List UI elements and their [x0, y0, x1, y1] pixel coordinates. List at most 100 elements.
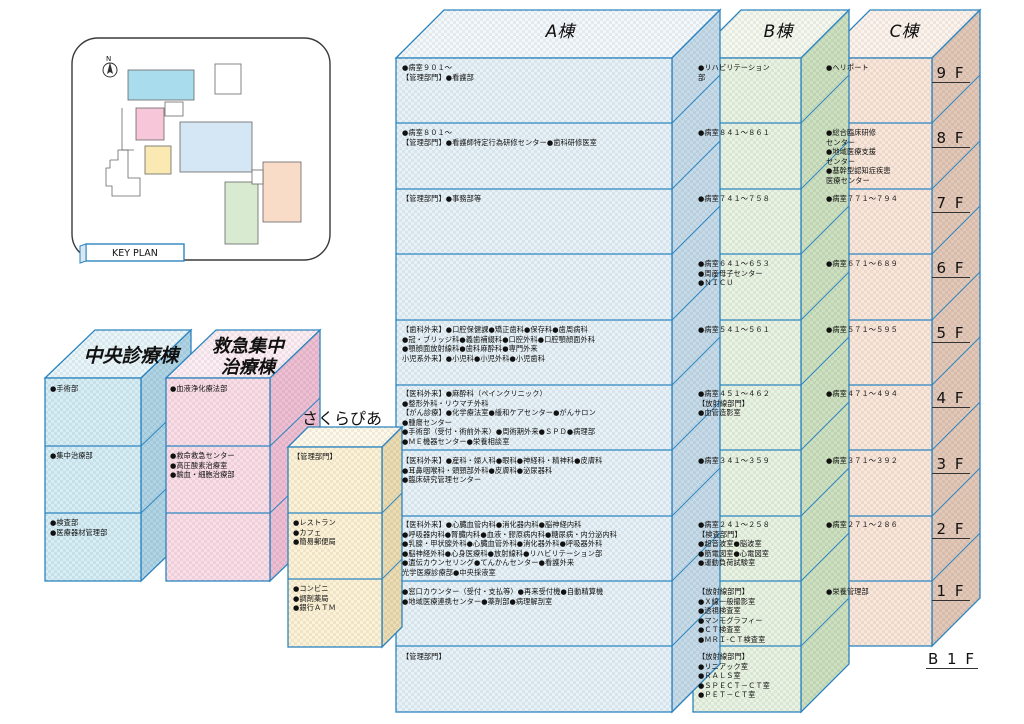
building-b-floor-edge-8 — [800, 597, 850, 647]
keyplan-a — [179, 121, 253, 173]
building-b-floor-edge-5 — [800, 401, 850, 451]
building-a-floor-edge-4 — [671, 336, 721, 386]
building-c-floor-edge-2 — [931, 205, 981, 255]
key-plan-label: KEY PLAN — [112, 248, 158, 259]
keyplan-sakura — [144, 145, 172, 175]
keyplan-outline-1 — [214, 63, 242, 95]
c-8f-cell: ●総合臨床研修 センター ●地域医療支援 センター ●基幹型認知症疾患 医療セン… — [826, 128, 891, 185]
floor-label-5f: 5 F — [932, 324, 970, 343]
building-c-floor-edge-0 — [931, 74, 981, 124]
b-8f-cell: ●病室８４１～８６１ — [698, 128, 770, 137]
b-6f-cell: ●病室６４１～６５３ ●周産母子センター ●ＮＩＣＵ — [698, 259, 770, 288]
building-sakura-top-texture — [288, 427, 402, 447]
building-c-floor-edge-3 — [931, 271, 981, 321]
floor-label-8f: 8 F — [932, 129, 970, 148]
building-emergency-top-texture — [166, 330, 320, 378]
emergency-2f-cell: ●救命救急センター ●高圧酸素治療室 ●輸血・細胞治療部 — [170, 451, 235, 480]
building-c-floor-edge-6 — [931, 467, 981, 517]
floor-label-6f: 6 F — [932, 259, 970, 278]
building-a-floor-edge-3 — [671, 271, 721, 321]
keyplan-c — [262, 161, 302, 223]
floor-label-4f: 4 F — [932, 389, 970, 408]
keyplan-outline-2 — [105, 149, 141, 197]
keyplan-central — [127, 69, 195, 101]
c-6f-cell: ●病室６７１～６８９ — [826, 259, 898, 268]
a-1f-cell: ●窓口カウンター（受付・支払等）●再来受付機●自動精算機 ●地域医療連携センター… — [402, 587, 604, 606]
building-emergency-face-texture — [166, 378, 270, 581]
emergency-building-name: 救急集中 治療棟 — [212, 336, 284, 378]
building-a-floor-edge-8 — [671, 597, 721, 647]
central-1f-cell: ●検査部 ●医療器材管理部 — [50, 518, 108, 537]
c-3f-cell: ●病室３７１～３９２ — [826, 456, 898, 465]
building-b-floor-edge-7 — [800, 532, 850, 582]
building-emergency-floor-edge-0 — [269, 397, 321, 447]
building-a-floor-edge-6 — [671, 467, 721, 517]
building-b-top-texture — [693, 10, 849, 58]
building-a-floor-edge-0 — [671, 74, 721, 124]
building-c-top-texture — [822, 10, 980, 58]
a-2f-cell: 【医科外来】●心臓血管内科●消化器内科●脳神経内科 ●呼吸器内科●腎臓内科●血液… — [402, 520, 617, 577]
a-5f-cell: 【歯科外来】●口腔保健課●矯正歯科●保存科●歯周病科 ●冠・ブリッジ科●義歯補綴… — [402, 325, 596, 363]
building-b-floor-edge-1 — [800, 140, 850, 190]
b-1f-cell: 【放射線部門】 ●Ｘ線一般撮影室 ●透視検査室 ●マンモグラフィー ●ＣＴ検査室… — [698, 587, 766, 644]
building-sakura-face-texture — [288, 447, 382, 647]
b-4f-cell: ●病室４５１～４６２ 【放射線部門】 ●血管造影室 — [698, 389, 770, 418]
building-sakura-floor-edge-1 — [381, 558, 403, 580]
building-a-floor-edge-1 — [671, 140, 721, 190]
building-b-name: B棟 — [763, 22, 793, 42]
building-c-floor-edge-5 — [931, 401, 981, 451]
central-2f-cell: ●集中治療部 — [50, 451, 93, 460]
c-4f-cell: ●病室４７１～４９４ — [826, 389, 898, 398]
building-c-floor-edge-7 — [931, 532, 981, 582]
building-c-floor-edge-1 — [931, 140, 981, 190]
building-b-floor-edge-6 — [800, 467, 850, 517]
c-1f-cell: ●栄養管理部 — [826, 587, 869, 596]
building-a-floor-edge-7 — [671, 532, 721, 582]
floor-label-7f: 7 F — [932, 194, 970, 213]
building-a-floor-edge-2 — [671, 205, 721, 255]
north-label: N — [106, 55, 112, 63]
building-central-face-texture — [45, 378, 141, 581]
key-plan-label-box-side — [79, 243, 87, 264]
a-7f-cell: 【管理部門】●事務部等 — [402, 194, 482, 203]
c-2f-cell: ●病室２７１～２８６ — [826, 520, 898, 529]
a-9f-cell: ●病室９０１～ 【管理部門】●看護部 — [402, 63, 474, 82]
building-sakura-side-texture — [382, 427, 402, 647]
c-7f-cell: ●病室７７１～７９４ — [826, 194, 898, 203]
c-5f-cell: ●病室５７１～５９５ — [826, 325, 898, 334]
building-b-floor-edge-0 — [800, 74, 850, 124]
keyplan-b — [224, 181, 259, 245]
floor-label-3f: 3 F — [932, 455, 970, 474]
building-b-floor-edge-2 — [800, 205, 850, 255]
b-9f-cell: ●リハビリテーション 部 — [698, 63, 770, 82]
b-3f-cell: ●病室３４１～３５９ — [698, 456, 770, 465]
a-b1f-cell: 【管理部門】 — [402, 652, 446, 661]
floor-label-9f: 9 F — [932, 64, 970, 83]
a-8f-cell: ●病室８０１～ 【管理部門】●看護師特定行為研修センター●歯科研修医室 — [402, 128, 597, 147]
building-c-side-texture — [932, 10, 980, 646]
central-building-name: 中央診療棟 — [83, 345, 179, 367]
keyplan-outline-3 — [121, 108, 134, 151]
b-b1f-cell: 【放射線部門】 ●リニアック室 ●ＲＡＬＳ室 ●ＳＰＥＣＴ－ＣＴ室 ●ＰＥＴ－Ｃ… — [698, 652, 770, 700]
keyplan-emergency — [135, 107, 165, 141]
building-a-name: A棟 — [545, 22, 575, 42]
building-b-floor-edge-3 — [800, 271, 850, 321]
floor-label-1f: 1 F — [932, 582, 970, 601]
c-9f-cell: ●ヘリポート — [826, 63, 869, 72]
building-b-floor-edge-4 — [800, 336, 850, 386]
floor-label-b1f: B 1 F — [926, 650, 978, 669]
building-c-floor-edge-4 — [931, 336, 981, 386]
sakura-2f-cell: ●レストラン ●カフェ ●簡易郵便局 — [293, 518, 336, 547]
b-2f-cell: ●病室２４１～２５８ 【検査部門】 ●超音波室●脳波室 ●筋電図室●心電図室 ●… — [698, 520, 770, 568]
building-a-floor-edge-5 — [671, 401, 721, 451]
floor-label-2f: 2 F — [932, 520, 970, 539]
keyplan-link-2 — [251, 169, 264, 185]
sakura-building-name: さくらぴあ — [302, 409, 383, 428]
building-sakura-floor-edge-0 — [381, 492, 403, 514]
b-7f-cell: ●病室７４１～７５８ — [698, 194, 770, 203]
building-c-name: C棟 — [889, 22, 919, 42]
sakura-3f-cell: 【管理部門】 — [293, 452, 337, 461]
central-3f-cell: ●手術部 — [50, 384, 79, 393]
a-4f-cell: 【医科外来】●麻酔科（ペインクリニック） ●整形外科・リウマチ外科 【がん診療】… — [402, 389, 596, 446]
